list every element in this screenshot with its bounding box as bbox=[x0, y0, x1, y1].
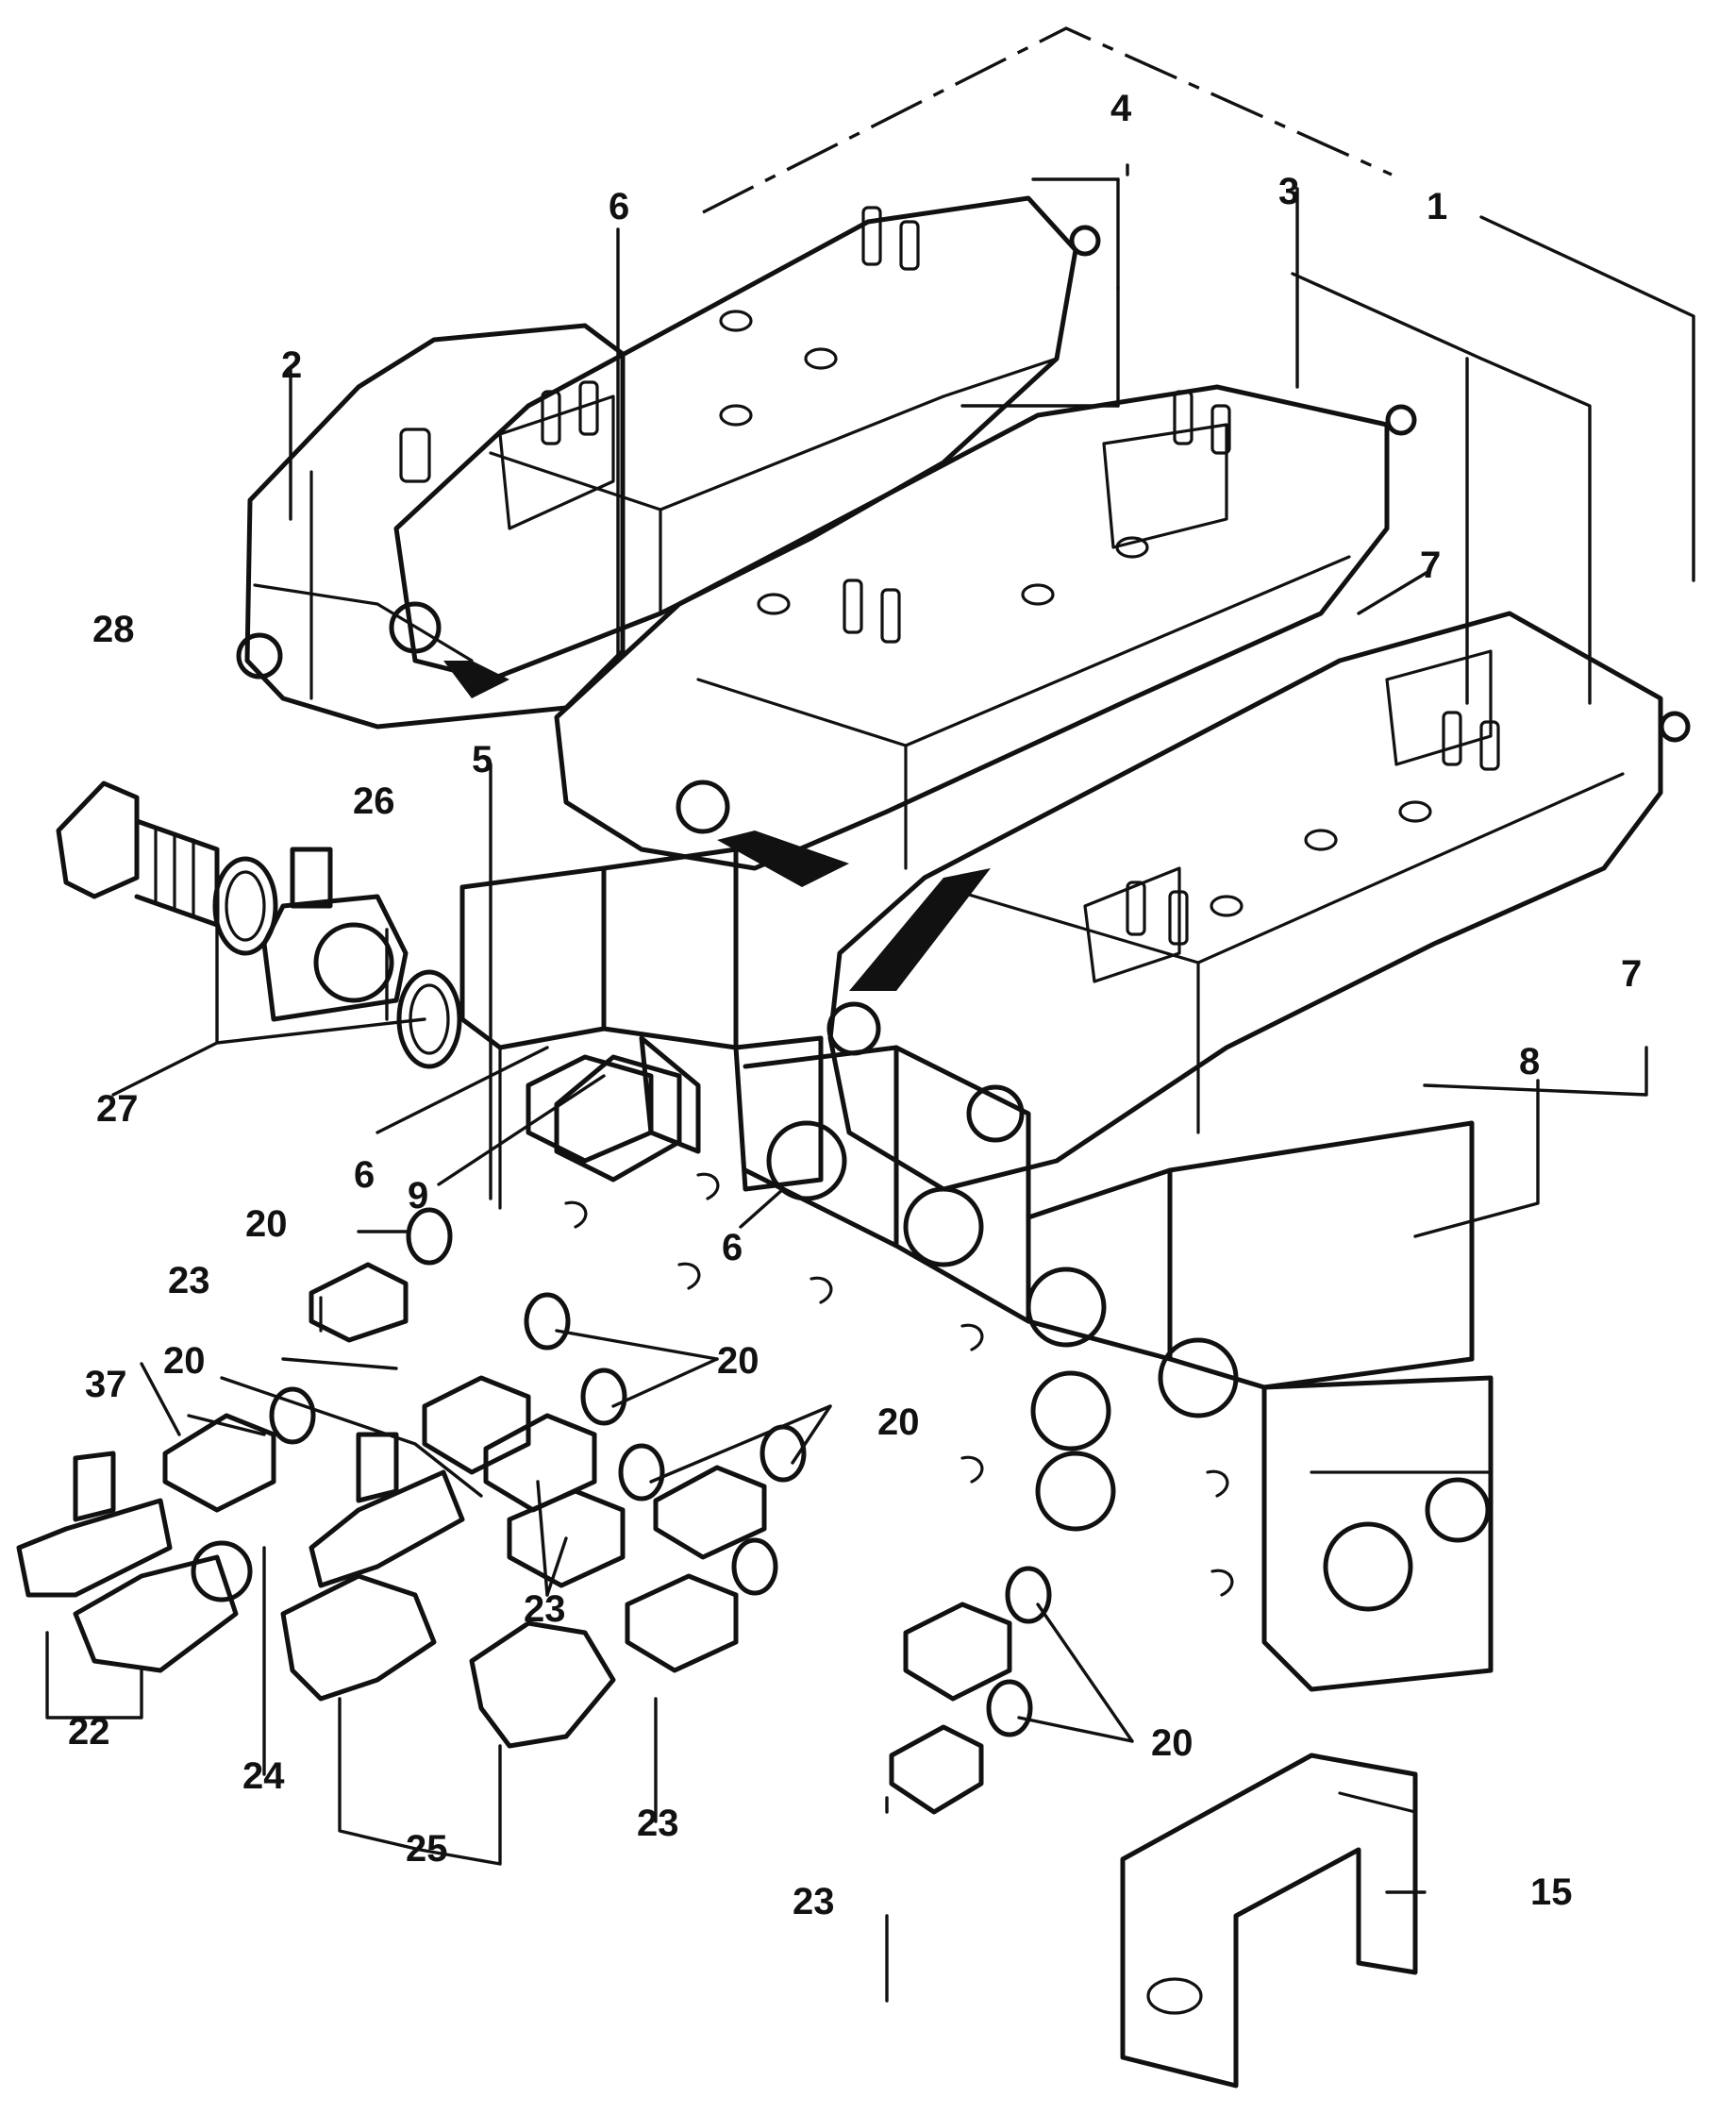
callout-23-d: 23 bbox=[793, 1881, 835, 1922]
callout-6-middle: 6 bbox=[722, 1227, 743, 1268]
callout-labels: 1 2 3 4 5 6 6 6 7 7 8 9 15 20 20 20 20 2… bbox=[68, 88, 1642, 1922]
fitting-23-top bbox=[309, 1262, 409, 1343]
callout-28: 28 bbox=[92, 609, 135, 650]
callout-25: 25 bbox=[406, 1828, 448, 1870]
solenoid-coil-2 bbox=[236, 323, 626, 730]
callout-4: 4 bbox=[1110, 88, 1132, 129]
tee-fitting-22 bbox=[16, 1451, 253, 1673]
plug-28 bbox=[56, 780, 220, 928]
callout-7-top: 7 bbox=[1420, 545, 1441, 586]
callout-23-a: 23 bbox=[168, 1260, 210, 1301]
callout-6-top: 6 bbox=[609, 186, 629, 227]
fitting-37 bbox=[162, 1413, 276, 1513]
callout-26: 26 bbox=[353, 780, 395, 822]
snap-rings bbox=[564, 1172, 1234, 1597]
callout-20-b: 20 bbox=[163, 1340, 206, 1382]
solenoid-coil-3 bbox=[554, 384, 1417, 887]
callout-27: 27 bbox=[96, 1088, 139, 1130]
manifold-block-26 bbox=[261, 847, 409, 1022]
callout-9: 9 bbox=[408, 1175, 428, 1216]
callout-5: 5 bbox=[472, 739, 492, 780]
mounting-bracket-15 bbox=[1120, 1753, 1418, 2089]
callout-20-c: 20 bbox=[717, 1340, 760, 1382]
callout-20-a: 20 bbox=[245, 1203, 288, 1245]
callout-7-right: 7 bbox=[1621, 953, 1642, 995]
fittings-23-right bbox=[889, 1602, 1012, 1815]
elbow-fitting-25-left bbox=[280, 1573, 437, 1702]
callout-22: 22 bbox=[68, 1711, 110, 1753]
callout-23-c: 23 bbox=[637, 1803, 679, 1844]
callout-24: 24 bbox=[242, 1755, 285, 1797]
fitting-9 bbox=[526, 1054, 654, 1164]
valve-body-stack bbox=[459, 847, 1494, 1692]
callout-1: 1 bbox=[1427, 186, 1447, 227]
callout-37: 37 bbox=[85, 1364, 127, 1405]
washer-20-top bbox=[406, 1207, 453, 1266]
solenoid-coil-front bbox=[826, 611, 1691, 1192]
solenoid-coil-4 bbox=[389, 195, 1101, 698]
callout-20-e: 20 bbox=[1151, 1722, 1194, 1764]
callout-2: 2 bbox=[281, 344, 302, 386]
assembly-bracket-lines bbox=[702, 26, 1695, 705]
callout-20-d: 20 bbox=[877, 1401, 920, 1443]
o-ring-27-right bbox=[396, 969, 462, 1069]
leader-lines bbox=[45, 163, 1648, 2003]
callout-6-left: 6 bbox=[354, 1154, 375, 1196]
washers-20-middle bbox=[524, 1292, 1052, 1737]
callout-23-b: 23 bbox=[524, 1588, 566, 1630]
elbow-fitting-25-right bbox=[469, 1620, 616, 1749]
tee-fitting-24 bbox=[309, 1432, 465, 1588]
callout-3: 3 bbox=[1278, 171, 1299, 212]
callout-8: 8 bbox=[1519, 1041, 1540, 1082]
callout-15: 15 bbox=[1530, 1871, 1573, 1913]
fittings-23-middle bbox=[422, 1375, 767, 1673]
washer-20-37 bbox=[269, 1386, 316, 1445]
o-ring-27-left bbox=[212, 856, 278, 956]
